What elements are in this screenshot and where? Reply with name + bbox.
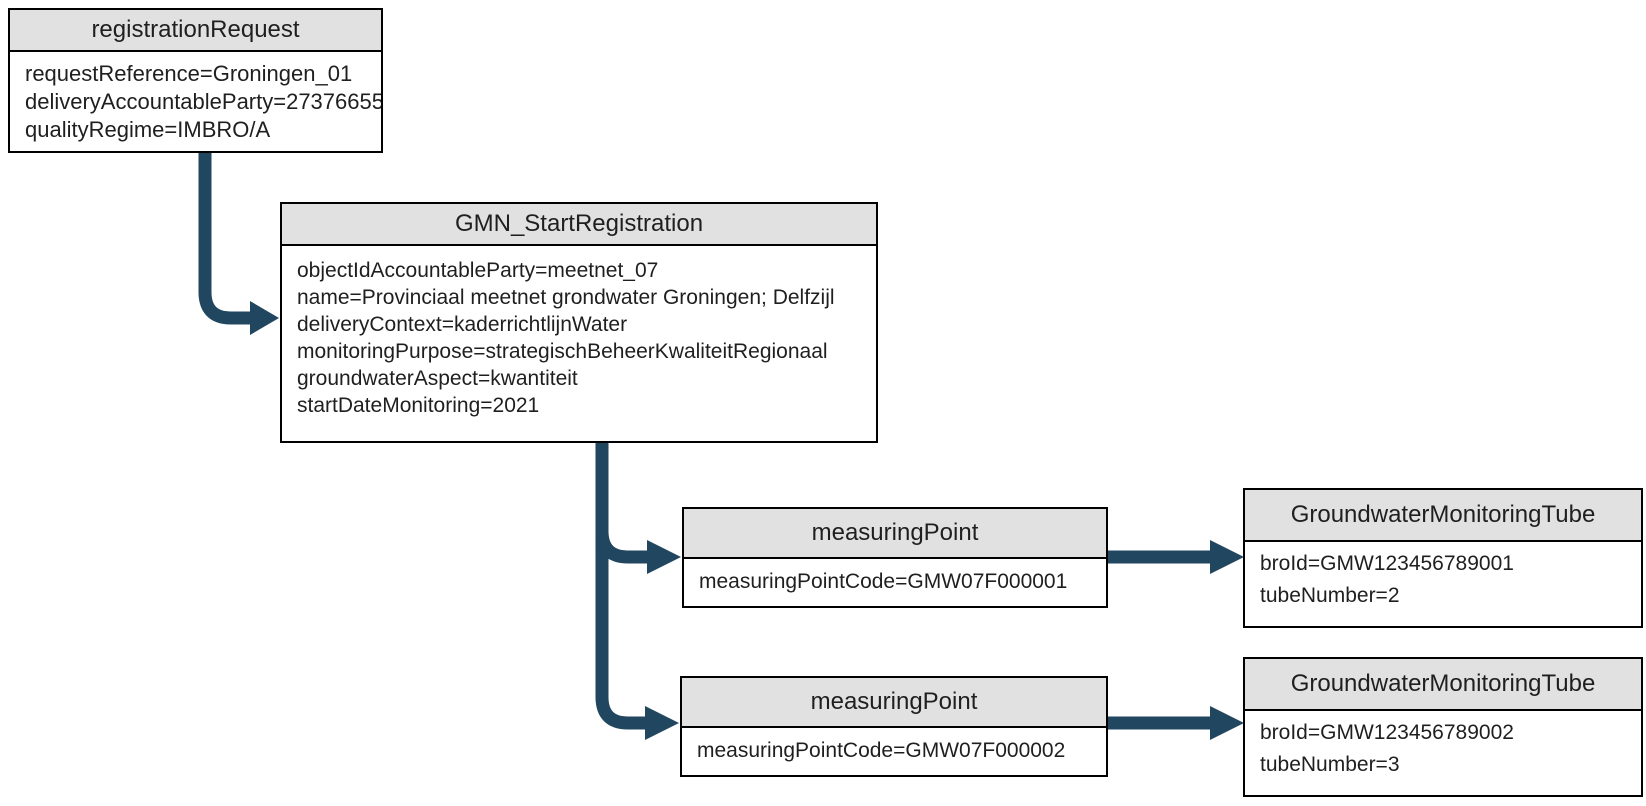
attribute-tube-number: tubeNumber=2 — [1260, 584, 1400, 607]
node-attributes: broId=GMW123456789001 tubeNumber=2 — [1245, 542, 1641, 612]
node-attributes: broId=GMW123456789002 tubeNumber=3 — [1245, 711, 1641, 781]
attribute-monitoring-purpose: monitoringPurpose=strategischBeheerKwali… — [297, 340, 828, 363]
attribute-bro-id: broId=GMW123456789001 — [1260, 552, 1514, 575]
attribute-start-date-monitoring: startDateMonitoring=2021 — [297, 394, 540, 417]
node-attributes: measuringPointCode=GMW07F000001 — [684, 559, 1106, 596]
arrow-gmn-to-measuring-point-2 — [595, 442, 679, 740]
attribute-quality-regime: qualityRegime=IMBRO/A — [25, 117, 271, 142]
node-registration-request: registrationRequest requestReference=Gro… — [8, 8, 383, 153]
node-groundwater-monitoring-tube-2: GroundwaterMonitoringTube broId=GMW12345… — [1243, 657, 1643, 797]
node-title: measuringPoint — [682, 678, 1106, 728]
arrow-measuring-point-2-to-tube-2 — [1108, 706, 1244, 740]
attribute-measuring-point-code: measuringPointCode=GMW07F000002 — [697, 739, 1066, 762]
arrow-gmn-to-measuring-point-1 — [595, 495, 681, 574]
attribute-tube-number: tubeNumber=3 — [1260, 753, 1400, 776]
arrow-measuring-point-1-to-tube-1 — [1108, 540, 1244, 574]
attribute-measuring-point-code: measuringPointCode=GMW07F000001 — [699, 570, 1068, 593]
attribute-request-reference: requestReference=Groningen_01 — [25, 61, 353, 86]
node-measuring-point-2: measuringPoint measuringPointCode=GMW07F… — [680, 676, 1108, 777]
node-attributes: requestReference=Groningen_01 deliveryAc… — [10, 52, 381, 144]
arrow-registration-to-gmn — [198, 152, 279, 335]
node-title: GMN_StartRegistration — [282, 204, 876, 246]
node-title: GroundwaterMonitoringTube — [1245, 490, 1641, 542]
attribute-name: name=Provinciaal meetnet grondwater Gron… — [297, 286, 835, 309]
node-title: measuringPoint — [684, 509, 1106, 559]
node-title: GroundwaterMonitoringTube — [1245, 659, 1641, 711]
attribute-delivery-accountable-party: deliveryAccountableParty=27376655 — [25, 89, 381, 114]
attribute-delivery-context: deliveryContext=kaderrichtlijnWater — [297, 313, 628, 336]
node-gmn-start-registration: GMN_StartRegistration objectIdAccountabl… — [280, 202, 878, 443]
attribute-object-id-accountable-party: objectIdAccountableParty=meetnet_07 — [297, 259, 659, 282]
node-title: registrationRequest — [10, 10, 381, 52]
node-attributes: measuringPointCode=GMW07F000002 — [682, 728, 1106, 765]
attribute-bro-id: broId=GMW123456789002 — [1260, 721, 1514, 744]
node-attributes: objectIdAccountableParty=meetnet_07 name… — [282, 246, 876, 419]
attribute-groundwater-aspect: groundwaterAspect=kwantiteit — [297, 367, 578, 390]
node-measuring-point-1: measuringPoint measuringPointCode=GMW07F… — [682, 507, 1108, 608]
node-groundwater-monitoring-tube-1: GroundwaterMonitoringTube broId=GMW12345… — [1243, 488, 1643, 628]
